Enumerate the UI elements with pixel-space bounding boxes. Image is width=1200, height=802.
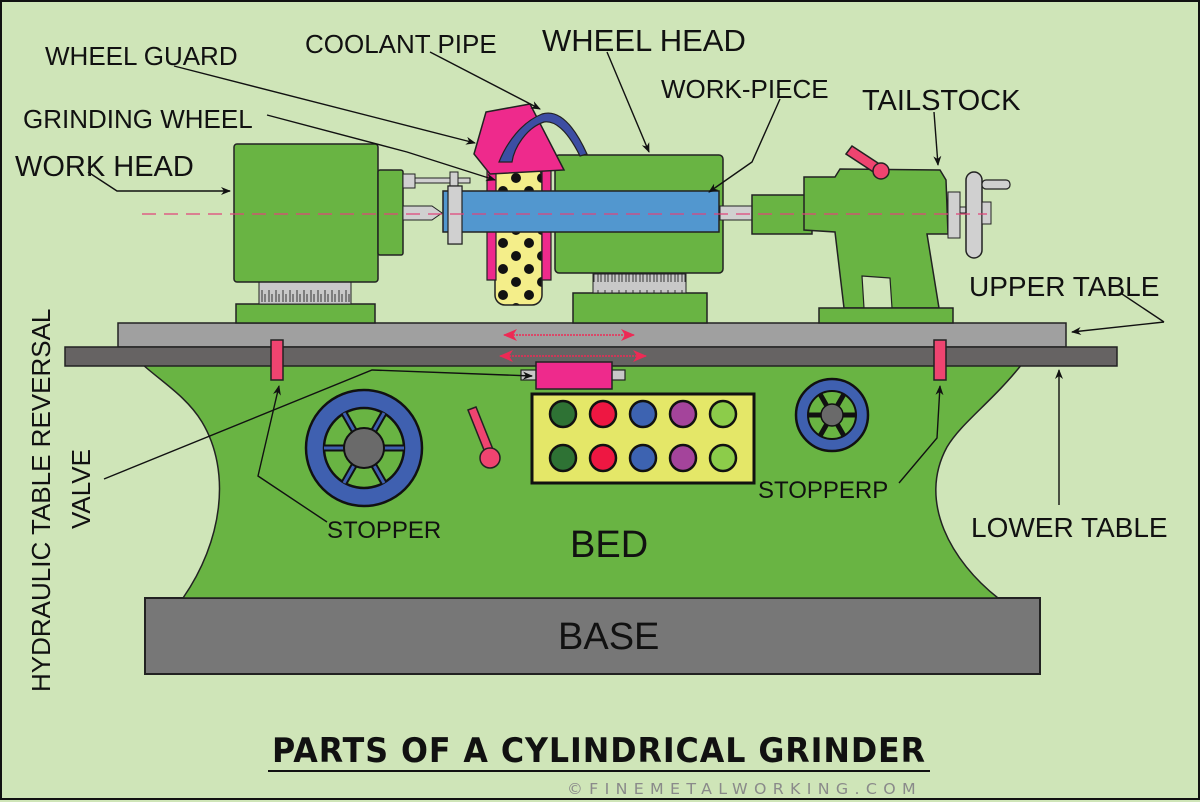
base: [144, 597, 1041, 675]
control-button[interactable]: [588, 399, 618, 429]
label-coolant-pipe: COOLANT PIPE: [305, 29, 497, 59]
hydraulic-reversal-valve: [535, 361, 613, 390]
control-button[interactable]: [588, 443, 618, 473]
control-button[interactable]: [548, 399, 578, 429]
page-title: PARTS OF A CYLINDRICAL GRINDER: [272, 731, 926, 771]
control-button[interactable]: [708, 443, 738, 473]
coolant-pipe: [498, 112, 588, 163]
tailstock: [719, 144, 1011, 324]
label-grinding-wheel: GRINDING WHEEL: [23, 104, 253, 134]
control-button[interactable]: [548, 443, 578, 473]
cross-feed-handwheel[interactable]: [794, 377, 870, 453]
table-handwheel[interactable]: [304, 388, 424, 508]
control-panel-buttons: [548, 399, 738, 473]
control-button[interactable]: [708, 399, 738, 429]
label-wheel-head: WHEEL HEAD: [542, 23, 746, 58]
label-work-piece: WORK-PIECE: [661, 74, 829, 104]
label-bed: BED: [570, 524, 648, 566]
label-stopper-left: STOPPER: [327, 517, 441, 544]
label-base: BASE: [558, 616, 659, 658]
tailstock-lever[interactable]: [844, 144, 890, 180]
grinding-wheel: [494, 166, 543, 306]
label-wheel-guard: WHEEL GUARD: [45, 41, 238, 71]
stopper-left: [270, 339, 284, 381]
work-piece: [442, 190, 720, 233]
bed-lever: [467, 406, 501, 469]
work-head: [233, 143, 471, 324]
label-work-head: WORK HEAD: [15, 151, 194, 183]
label-upper-table: UPPER TABLE: [969, 271, 1159, 302]
label-stopper-right: STOPPERP: [758, 477, 888, 504]
control-button[interactable]: [668, 399, 698, 429]
leader-lines: [87, 51, 1165, 523]
control-button[interactable]: [628, 399, 658, 429]
control-button[interactable]: [668, 443, 698, 473]
wheel-head: [554, 154, 724, 324]
label-hydraulic-line2: VALVE: [66, 449, 96, 529]
stopper-right: [933, 339, 947, 381]
label-lower-table: LOWER TABLE: [971, 512, 1168, 543]
control-button[interactable]: [628, 443, 658, 473]
copyright: ©FINEMETALWORKING.COM: [567, 780, 922, 798]
work-driver-dog: [447, 185, 463, 245]
label-tailstock: TAILSTOCK: [862, 85, 1021, 117]
label-hydraulic-line1: HYDRAULIC TABLE REVERSAL: [26, 309, 56, 692]
